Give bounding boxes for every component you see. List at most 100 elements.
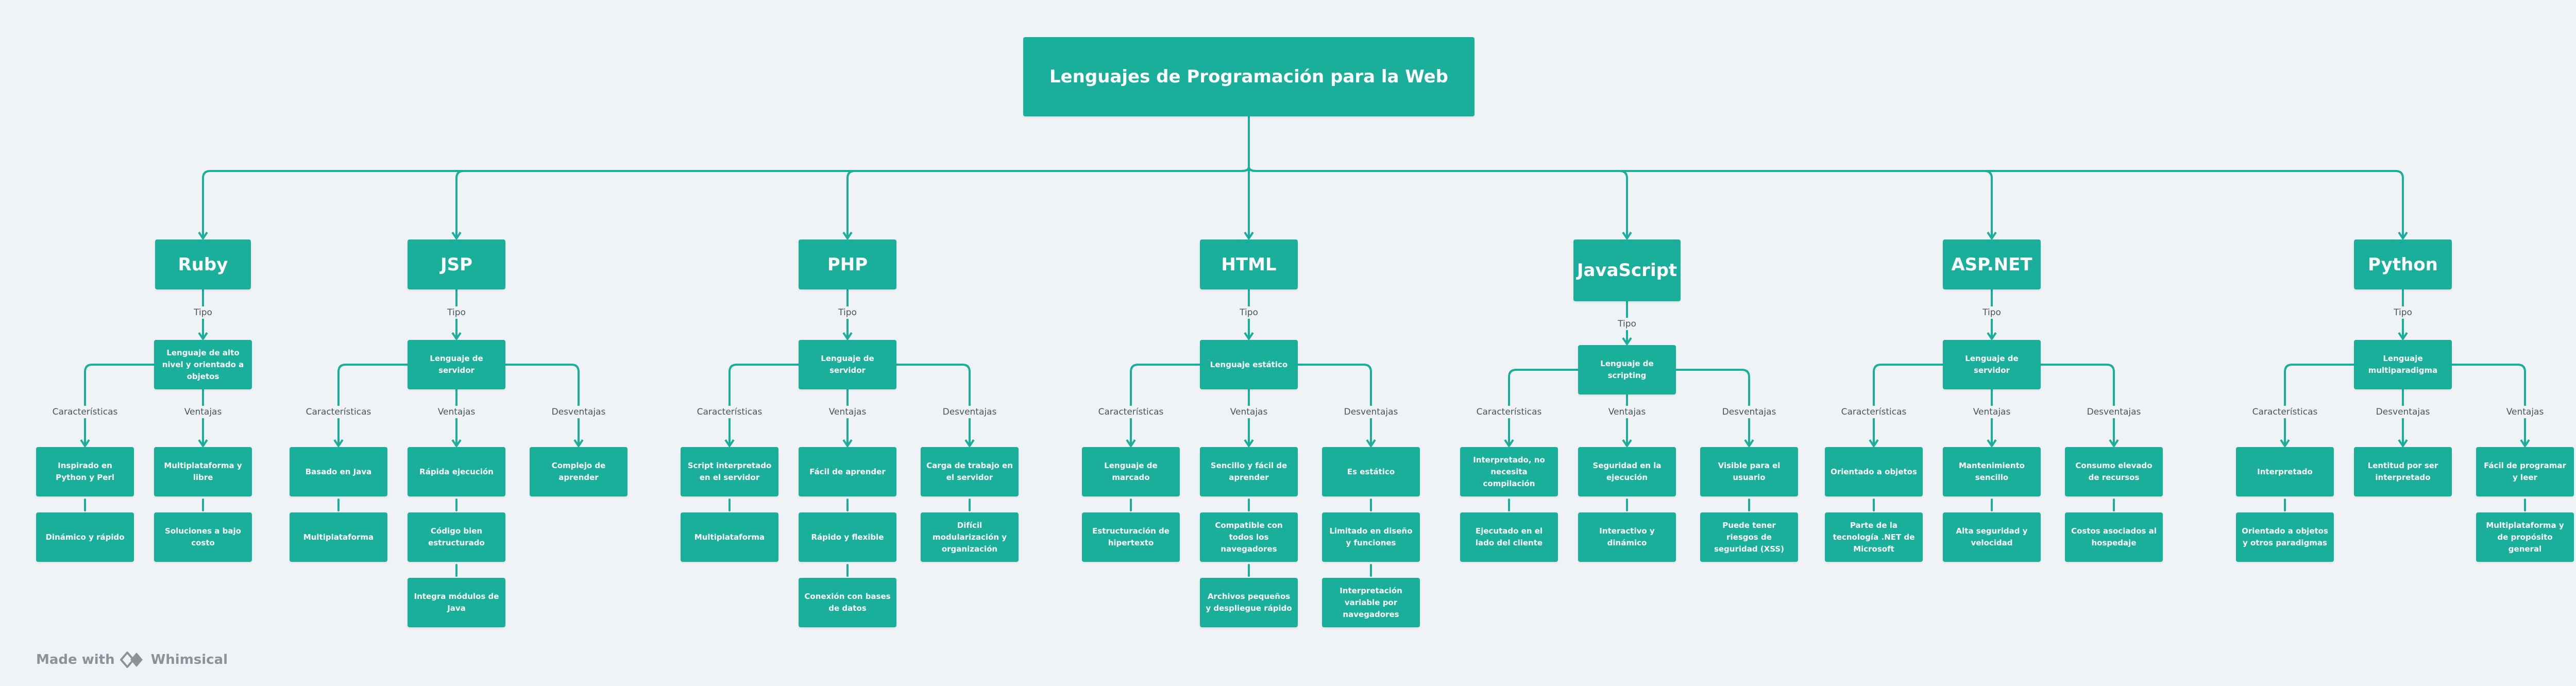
language-node-ruby: Ruby bbox=[155, 239, 251, 289]
leaf-node: Rápido y flexible bbox=[799, 512, 896, 562]
arrowhead bbox=[1987, 231, 1997, 239]
arrowhead bbox=[1244, 439, 1254, 447]
whimsical-badge[interactable]: Made with Whimsical bbox=[36, 649, 228, 671]
leaf-node: Compatible con todos los navegadores bbox=[1200, 512, 1298, 562]
edge-label-ventajas: Ventajas bbox=[434, 406, 479, 418]
edge-label-tipo: Tipo bbox=[444, 306, 469, 319]
leaf-node: Dinámico y rápido bbox=[36, 512, 134, 562]
edge-label-ventajas: Ventajas bbox=[2503, 406, 2547, 418]
arrowhead bbox=[1126, 439, 1136, 447]
leaf-node: Rápida ejecución bbox=[408, 447, 505, 496]
edge-label-desventajas: Desventajas bbox=[2372, 406, 2433, 418]
leaf-node: Código bien estructurado bbox=[408, 512, 505, 562]
edge-label-ventajas: Ventajas bbox=[1970, 406, 2014, 418]
whimsical-logo-icon bbox=[120, 651, 146, 668]
leaf-node: Multiplataforma bbox=[681, 512, 778, 562]
arrowhead bbox=[2109, 439, 2119, 447]
edge-label-caractersticas: Características bbox=[302, 406, 375, 418]
connector-path bbox=[2041, 364, 2115, 445]
connector-path bbox=[1676, 369, 1750, 445]
type-node: Lenguaje estático bbox=[1200, 340, 1298, 389]
connector-path bbox=[1248, 166, 2404, 237]
edge-label-desventajas: Desventajas bbox=[1719, 406, 1780, 418]
leaf-node: Estructuración de hipertexto bbox=[1082, 512, 1180, 562]
arrowhead bbox=[964, 439, 975, 447]
type-node: Lenguaje de servidor bbox=[408, 340, 505, 389]
leaf-node: Conexión con bases de datos bbox=[799, 578, 896, 627]
type-node: Lenguaje de scripting bbox=[1578, 345, 1676, 395]
connector-path bbox=[1298, 364, 1372, 445]
connector-path bbox=[896, 364, 971, 445]
leaf-node: Visible para el usuario bbox=[1700, 447, 1798, 496]
arrowhead bbox=[198, 231, 208, 239]
arrowhead bbox=[451, 332, 462, 340]
edge-label-tipo: Tipo bbox=[1236, 306, 1261, 319]
arrowhead bbox=[842, 332, 853, 340]
arrowhead bbox=[80, 439, 90, 447]
leaf-node: Integra módulos de Java bbox=[408, 578, 505, 627]
edge-label-caractersticas: Características bbox=[49, 406, 121, 418]
connector-path bbox=[2284, 364, 2354, 445]
arrowhead bbox=[451, 439, 462, 447]
connector-path bbox=[1248, 166, 1993, 237]
arrowhead bbox=[1987, 439, 1997, 447]
connector-path bbox=[846, 166, 1250, 237]
edge-label-caractersticas: Características bbox=[1473, 406, 1545, 418]
connector-path bbox=[728, 364, 799, 445]
leaf-node: Archivos pequeños y despliegue rápido bbox=[1200, 578, 1298, 627]
leaf-node: Complejo de aprender bbox=[530, 447, 628, 496]
leaf-node: Interactivo y dinámico bbox=[1578, 512, 1676, 562]
leaf-node: Inspirado en Python y Perl bbox=[36, 447, 134, 496]
language-node-python: Python bbox=[2354, 239, 2452, 289]
edge-label-tipo: Tipo bbox=[1615, 318, 1639, 330]
leaf-node: Limitado en diseño y funciones bbox=[1322, 512, 1420, 562]
leaf-node: Alta seguridad y velocidad bbox=[1943, 512, 2041, 562]
language-node-javascript: JavaScript bbox=[1573, 239, 1681, 301]
leaf-node: Interpretado, no necesita compilación bbox=[1460, 447, 1558, 496]
type-node: Lenguaje de servidor bbox=[799, 340, 896, 389]
edge-label-tipo: Tipo bbox=[2391, 306, 2415, 319]
leaf-node: Basado en Java bbox=[290, 447, 387, 496]
leaf-node: Soluciones a bajo costo bbox=[154, 512, 252, 562]
arrowhead bbox=[1987, 332, 1997, 340]
edge-label-desventajas: Desventajas bbox=[1341, 406, 1401, 418]
language-node-html: HTML bbox=[1200, 239, 1298, 289]
leaf-node: Multiplataforma y libre bbox=[154, 447, 252, 496]
leaf-node: Parte de la tecnología .NET de Microsoft bbox=[1825, 512, 1923, 562]
arrowhead bbox=[724, 439, 735, 447]
connector-path bbox=[1248, 166, 1628, 237]
type-node: Lenguaje de alto nivel y orientado a obj… bbox=[154, 340, 252, 389]
edge-label-ventajas: Ventajas bbox=[181, 406, 225, 418]
edge-label-tipo: Tipo bbox=[191, 306, 215, 319]
edge-label-ventajas: Ventajas bbox=[1227, 406, 1271, 418]
leaf-node: Multiplataforma bbox=[290, 512, 387, 562]
edge-label-caractersticas: Características bbox=[1095, 406, 1167, 418]
leaf-node: Difícil modularización y organización bbox=[921, 512, 1019, 562]
connector-path bbox=[2452, 364, 2526, 445]
connector-path bbox=[84, 364, 154, 445]
type-node: Lenguaje de servidor bbox=[1943, 340, 2041, 389]
leaf-node: Ejecutado en el lado del cliente bbox=[1460, 512, 1558, 562]
edge-label-caractersticas: Características bbox=[1838, 406, 1910, 418]
arrowhead bbox=[198, 439, 208, 447]
root-node: Lenguajes de Programación para la Web bbox=[1023, 37, 1475, 116]
arrowhead bbox=[1504, 439, 1514, 447]
edge-label-caractersticas: Características bbox=[2249, 406, 2321, 418]
leaf-node: Es estático bbox=[1322, 447, 1420, 496]
connector-path bbox=[1873, 364, 1943, 445]
arrowhead bbox=[2398, 332, 2408, 340]
arrowhead bbox=[842, 231, 853, 239]
arrowhead bbox=[573, 439, 584, 447]
edge-label-desventajas: Desventajas bbox=[2083, 406, 2144, 418]
leaf-node: Consumo elevado de recursos bbox=[2065, 447, 2163, 496]
leaf-node: Fácil de aprender bbox=[799, 447, 896, 496]
brand-prefix: Made with bbox=[36, 652, 115, 667]
arrowhead bbox=[1244, 231, 1254, 239]
arrowhead bbox=[1622, 337, 1632, 345]
arrowhead bbox=[1244, 332, 1254, 340]
arrowhead bbox=[1622, 231, 1632, 239]
edge-label-ventajas: Ventajas bbox=[1605, 406, 1649, 418]
edge-label-desventajas: Desventajas bbox=[939, 406, 1000, 418]
leaf-node: Multiplataforma y de propósito general bbox=[2476, 512, 2574, 562]
arrowhead bbox=[1869, 439, 1879, 447]
